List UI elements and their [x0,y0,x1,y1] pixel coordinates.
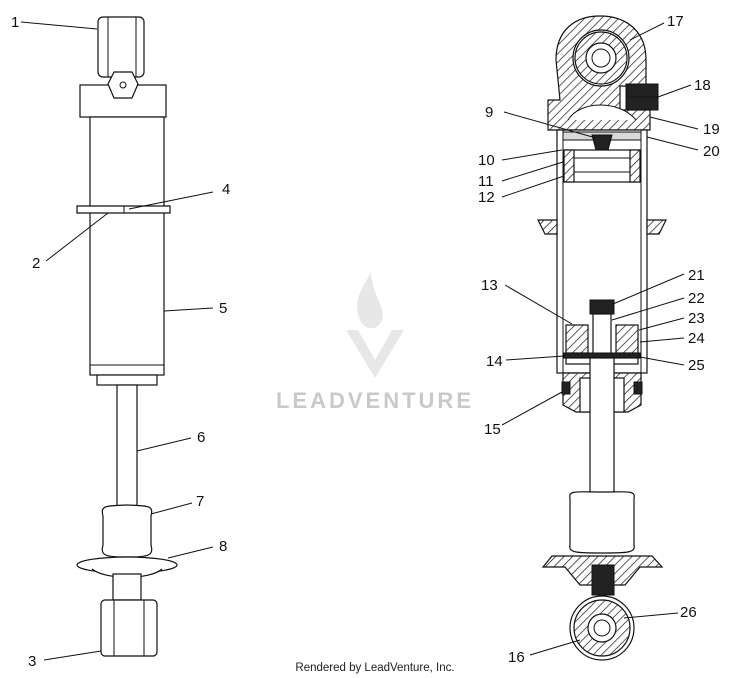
callout-9: 9 [485,104,493,121]
callout-24: 24 [688,330,705,347]
callout-4: 4 [222,181,230,198]
leadventure-watermark: LEADVENTURE [276,272,474,413]
callout-20: 20 [703,143,720,160]
callout-15: 15 [484,421,501,438]
callout-23: 23 [688,310,705,327]
callout-3: 3 [28,653,36,670]
callout-25: 25 [688,357,705,374]
right-leader-lines [501,22,699,656]
callout-7: 7 [196,493,204,510]
callout-14: 14 [486,353,503,370]
assembled-shock [76,16,178,657]
callout-11: 11 [478,173,494,190]
callout-17: 17 [667,13,684,30]
flame-logo-icon [346,272,404,378]
render-credit: Rendered by LeadVenture, Inc. [295,662,454,674]
callout-21: 21 [688,267,705,284]
callout-10: 10 [478,152,495,169]
callout-5: 5 [219,300,227,317]
callout-6: 6 [197,429,205,446]
watermark-text: LEADVENTURE [276,388,474,413]
callout-16: 16 [508,649,525,666]
callout-13: 13 [481,277,498,294]
callout-1: 1 [11,14,19,31]
callout-19: 19 [703,121,720,138]
callout-22: 22 [688,290,705,307]
callout-12: 12 [478,189,495,206]
callout-2: 2 [32,255,40,272]
callout-8: 8 [219,538,227,555]
left-leader-lines [20,21,214,661]
right-callouts: 9 10 11 12 13 14 15 16 17 18 19 20 21 22… [478,13,720,666]
callout-26: 26 [680,604,697,621]
callout-18: 18 [694,77,711,94]
left-callouts: 1 2 3 4 5 6 7 8 [11,14,230,670]
cutaway-shock [537,15,667,661]
